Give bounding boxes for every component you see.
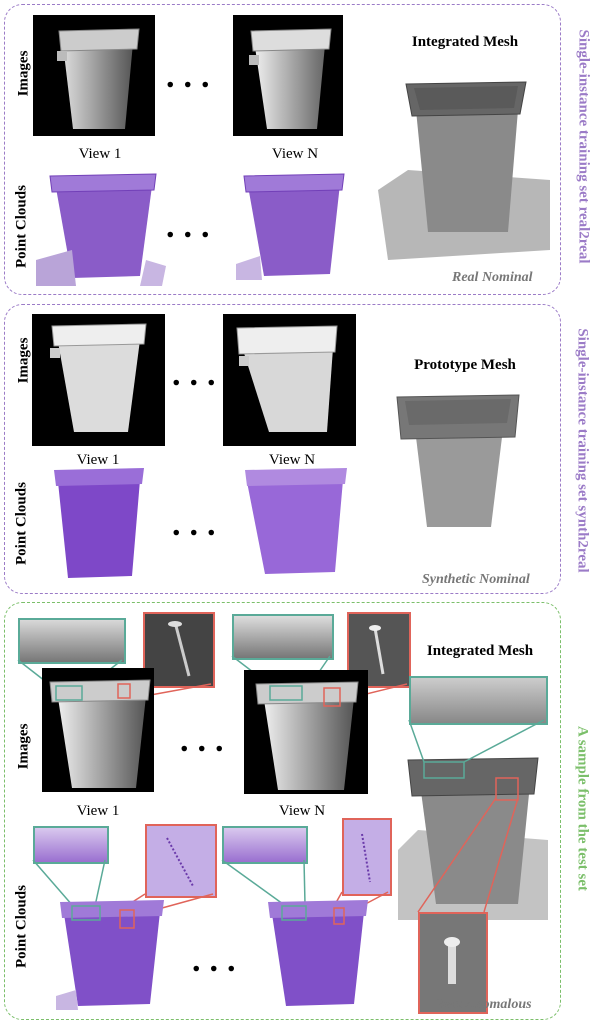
image-view-1 — [33, 15, 155, 136]
caption-view-1-anomalous: View 1 — [76, 803, 120, 819]
zoom-callout-pc-screw-view-1 — [145, 824, 217, 898]
ellipsis-images: ... — [166, 58, 219, 95]
zoom-callout-screw-view-1 — [143, 612, 215, 688]
row-label-images: Images — [15, 50, 32, 97]
anomalous-image-view-1 — [42, 668, 154, 792]
panel-real-anomalous — [4, 602, 561, 1020]
row-label-images-2: Images — [15, 337, 32, 384]
mesh-title-integrated-anomalous: Integrated Mesh — [426, 643, 534, 659]
row-label-point-clouds-2: Point Clouds — [13, 482, 30, 565]
integrated-mesh — [378, 81, 550, 260]
row-label-images-3: Images — [15, 723, 32, 770]
zoom-callout-lid-view-n — [232, 614, 334, 660]
point-cloud-view-n — [236, 173, 345, 280]
anomalous-point-cloud-view-1 — [56, 900, 164, 1010]
synthetic-image-view-n — [223, 314, 356, 446]
side-label-synth2real: Single-instance training set synth2real — [574, 328, 591, 573]
ellipsis-point-clouds: ... — [166, 208, 219, 245]
anomalous-image-view-n — [244, 670, 368, 794]
row-label-point-clouds-3: Point Clouds — [13, 885, 30, 968]
synthetic-image-view-1 — [32, 314, 165, 446]
zoom-callout-pc-lid-view-1 — [33, 826, 109, 864]
ellipsis-synthetic-point-clouds: ... — [172, 506, 225, 543]
mesh-zoom-screw — [418, 912, 488, 1014]
mesh-title-prototype: Prototype Mesh — [414, 357, 516, 373]
caption-view-1: View 1 — [78, 146, 122, 162]
caption-view-n-anomalous: View N — [278, 803, 326, 819]
corner-label-synthetic-nominal: Synthetic Nominal — [422, 572, 530, 587]
image-view-n — [233, 15, 343, 136]
synthetic-point-cloud-view-n — [245, 468, 347, 574]
ellipsis-anomalous-point-clouds: ... — [192, 942, 245, 979]
point-cloud-view-1 — [36, 173, 166, 286]
caption-view-n-synthetic: View N — [268, 452, 316, 468]
panel-real-nominal — [4, 4, 561, 295]
panel-synthetic-nominal — [4, 304, 561, 594]
synthetic-point-cloud-view-1 — [54, 468, 144, 578]
caption-view-n: View N — [271, 146, 319, 162]
anomalous-point-cloud-view-n — [268, 900, 368, 1006]
corner-label-real-anomalous: Real Anomalous — [436, 997, 532, 1012]
ellipsis-anomalous-images: ... — [180, 722, 233, 759]
mesh-screw-connector — [417, 797, 519, 913]
corner-label-real-nominal: Real Nominal — [452, 270, 533, 285]
caption-view-1-synthetic: View 1 — [76, 452, 120, 468]
row-label-point-clouds: Point Clouds — [13, 185, 30, 268]
zoom-callout-lid-view-1 — [18, 618, 126, 664]
mesh-zoom-lid — [409, 676, 548, 725]
ellipsis-synthetic-images: ... — [172, 356, 225, 393]
side-label-test-set: A sample from the test set — [574, 725, 591, 892]
side-label-real2real: Single-instance training set real2real — [575, 29, 592, 264]
zoom-callout-pc-lid-view-n — [222, 826, 308, 864]
mesh-title-integrated: Integrated Mesh — [411, 34, 519, 50]
prototype-mesh — [396, 394, 520, 527]
zoom-callout-pc-screw-view-n — [342, 818, 392, 896]
integrated-mesh-anomalous — [398, 719, 548, 920]
